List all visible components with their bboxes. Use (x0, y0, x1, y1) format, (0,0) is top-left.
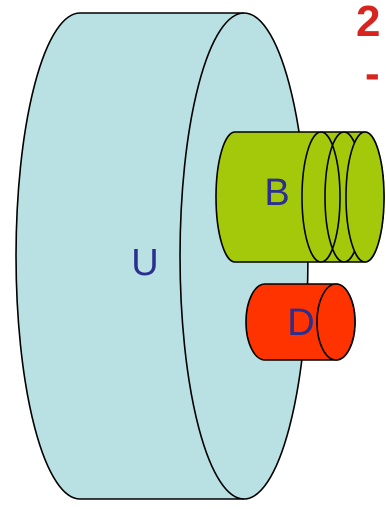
label-d: D (287, 302, 314, 344)
label-b: B (264, 172, 289, 214)
label-u: U (131, 242, 158, 284)
cylinder-u-face-edge (179, 12, 245, 500)
cylinder-b-end-face (345, 131, 385, 263)
title-fragment-text: 2 (356, 0, 380, 46)
cylinder-b-ring-1 (301, 131, 341, 263)
cylinder-b: B (215, 131, 385, 263)
title-dash-fragment: - (365, 49, 380, 98)
cylinder-d-end-face (316, 283, 356, 361)
cylinder-d: D (245, 283, 356, 361)
